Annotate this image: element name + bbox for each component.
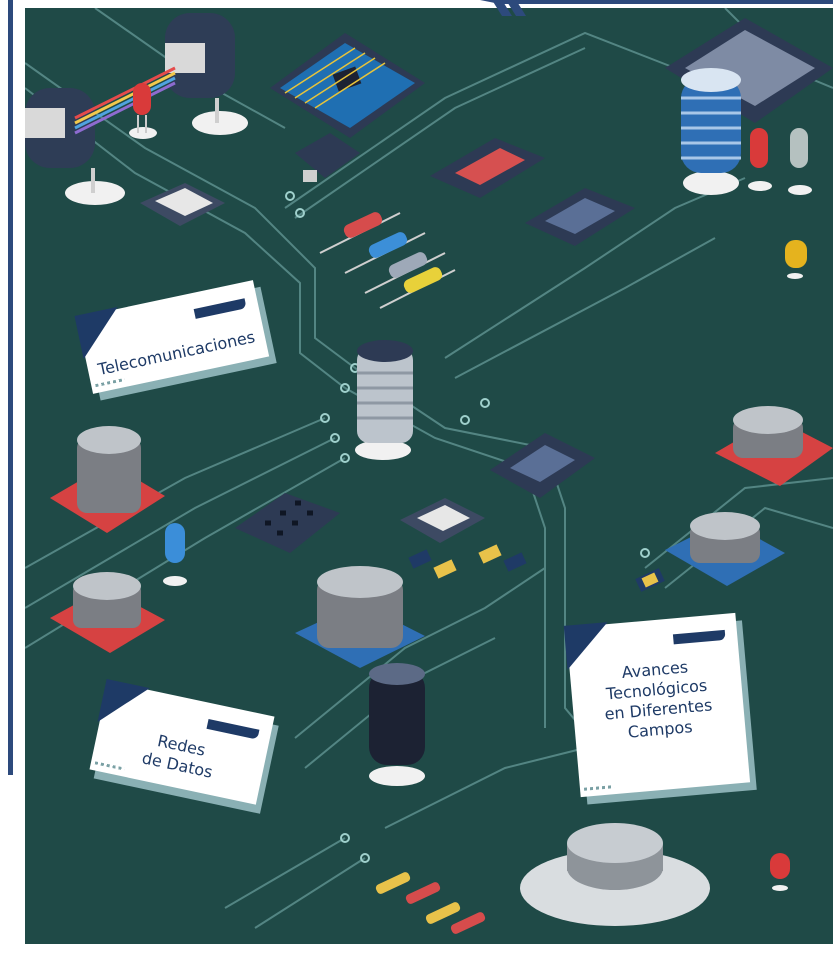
power-inductor-blue-center [295, 566, 425, 668]
trace-pads [285, 191, 650, 863]
electrolytic-capacitor [369, 663, 425, 786]
circuit-board-illustration: Telecomunicaciones Redes de Datos Avance… [25, 8, 833, 944]
header-connector [235, 493, 340, 553]
led-red-bottom-right [770, 853, 790, 891]
fiber-connector-right [165, 13, 248, 135]
card-fold [563, 622, 612, 670]
power-inductor-blue-right [665, 512, 785, 586]
top-corner-stripes [480, 0, 833, 16]
led-red-top-right [748, 128, 772, 191]
led-clear-top-right [788, 128, 812, 195]
led-red-top-left [129, 83, 157, 139]
inductor-coil-center [355, 340, 413, 460]
card-tab [206, 718, 260, 740]
resistor-array-chip [140, 183, 225, 226]
to3-transistor [520, 823, 710, 926]
capacitor-yellow-small [785, 240, 807, 279]
card-dots [583, 785, 615, 791]
smd-caps-center [408, 544, 527, 579]
side-accent-bar [8, 0, 13, 775]
card-tab [672, 629, 726, 645]
fiber-cable [74, 66, 176, 135]
axial-resistors [319, 212, 456, 309]
ic-chip-blue [525, 188, 635, 246]
led-blue-left [163, 523, 187, 586]
card-tab [193, 298, 247, 319]
power-inductor-red-lower-left [50, 572, 165, 653]
microchip-qfp [270, 33, 425, 138]
card-avances-tecnologicos: Avances Tecnológicos en Diferentes Campo… [563, 612, 751, 798]
smd-resistor-center [400, 498, 485, 543]
inductor-coil-top-right [681, 68, 741, 195]
axial-resistors-bottom [375, 872, 486, 934]
fiber-connector-left [25, 88, 125, 205]
power-inductor-red-right [715, 406, 833, 486]
card-label-avances: Avances Tecnológicos en Diferentes Campo… [603, 657, 713, 742]
voltage-regulator [295, 133, 360, 182]
card-fold [74, 306, 127, 360]
ic-chip-red [430, 138, 545, 198]
circuit-artwork [25, 8, 833, 934]
socket-chip-top-right [665, 18, 833, 123]
smd-cap-right [635, 568, 665, 592]
ic-chip-center-right [490, 433, 595, 498]
power-inductor-red-left [50, 426, 165, 533]
